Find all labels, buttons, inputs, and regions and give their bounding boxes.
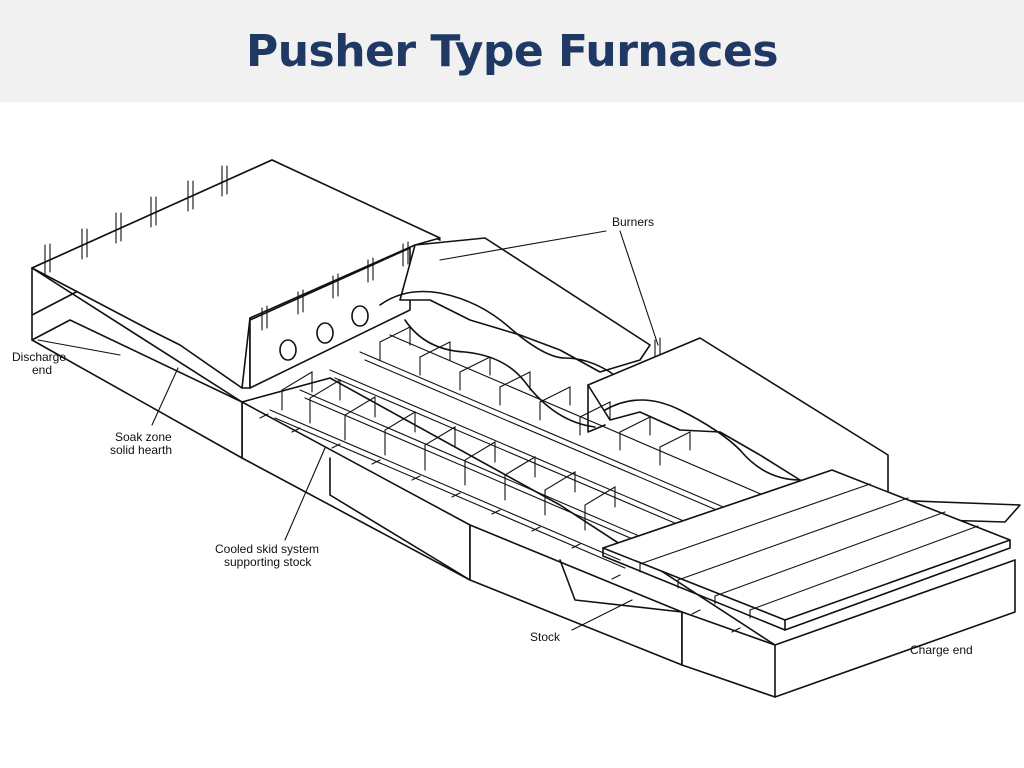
burner-pipes [44,165,661,359]
stock-slabs [602,469,1011,631]
label-stock: Stock [530,630,561,644]
label-skid-system-2: supporting stock [224,555,312,569]
hearth-base [241,377,1016,698]
label-soak-zone-2: solid hearth [110,443,172,457]
label-discharge-end-1: Discharge [12,350,66,364]
title-band [0,0,1024,102]
slide-title: Pusher Type Furnaces [245,26,779,77]
burner-wall [249,247,411,389]
label-charge-end: Charge end [910,643,973,657]
heating-zone-roof [379,237,651,428]
label-skid-system-1: Cooled skid system [215,542,319,556]
skid-system [259,326,771,633]
leader-lines [37,230,659,631]
label-burners: Burners [612,215,654,229]
label-soak-zone-1: Soak zone [115,430,172,444]
label-discharge-end-2: end [32,363,52,377]
